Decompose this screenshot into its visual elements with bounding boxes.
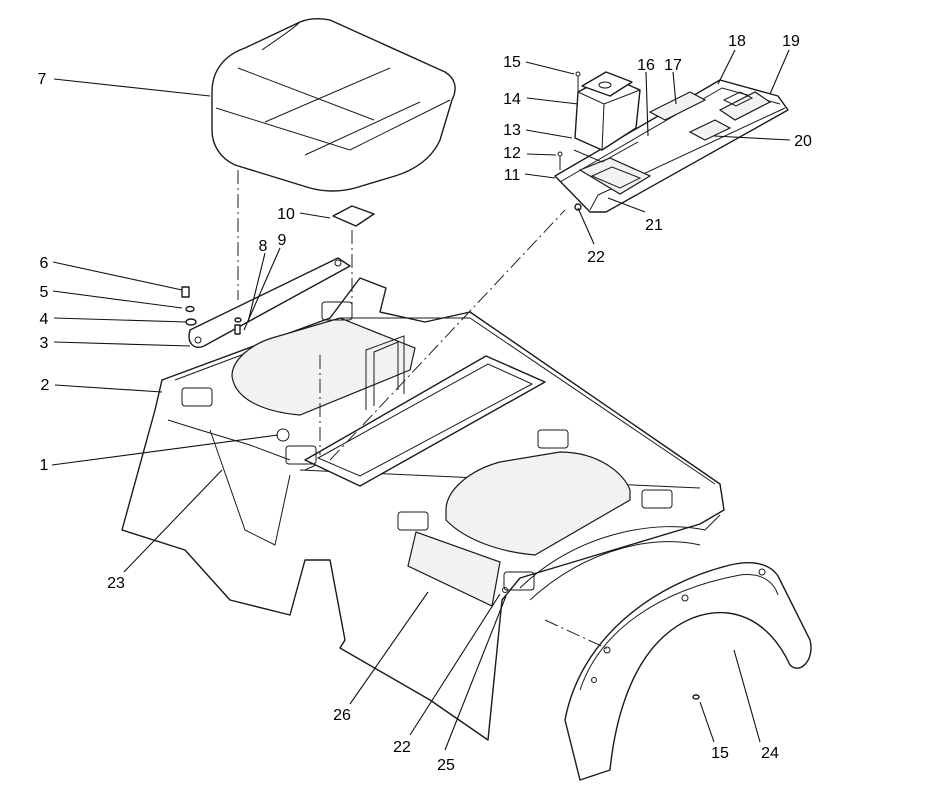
callout-25: 25 bbox=[437, 757, 455, 774]
left-fasteners bbox=[181, 257, 351, 348]
callout-26: 26 bbox=[333, 707, 351, 724]
alignment-lines bbox=[237, 170, 611, 651]
callout-5: 5 bbox=[40, 284, 49, 301]
callout-19: 19 bbox=[782, 33, 800, 50]
callout-14: 14 bbox=[503, 91, 521, 108]
callout-11: 11 bbox=[504, 167, 521, 184]
callout-16: 16 bbox=[637, 57, 655, 74]
callout-9: 9 bbox=[278, 232, 287, 249]
callout-2: 2 bbox=[41, 377, 50, 394]
callout-12: 12 bbox=[503, 145, 521, 162]
leader-lines bbox=[51, 49, 791, 751]
callout-20: 20 bbox=[794, 133, 812, 150]
callout-7: 7 bbox=[38, 71, 47, 88]
seat-cushion bbox=[211, 17, 456, 192]
callout-15-top: 15 bbox=[503, 54, 521, 71]
seat-plate bbox=[332, 205, 375, 227]
fender-flare bbox=[564, 562, 812, 781]
callout-23: 23 bbox=[107, 575, 125, 592]
callout-24: 24 bbox=[761, 745, 779, 762]
callout-labels: 7 2 1 3 4 5 6 8 9 10 11 12 13 14 15 16 1… bbox=[38, 33, 812, 774]
control-panel-assembly bbox=[554, 71, 789, 213]
callout-10: 10 bbox=[277, 206, 295, 223]
callout-22-bottom: 22 bbox=[393, 739, 411, 756]
callout-1: 1 bbox=[40, 457, 49, 474]
callout-22-top: 22 bbox=[587, 249, 605, 266]
callout-8: 8 bbox=[259, 238, 268, 255]
callout-18: 18 bbox=[728, 33, 746, 50]
callout-4: 4 bbox=[40, 311, 49, 328]
callout-13: 13 bbox=[503, 122, 521, 139]
callout-17: 17 bbox=[664, 57, 682, 74]
callout-3: 3 bbox=[40, 335, 49, 352]
callout-6: 6 bbox=[40, 255, 49, 272]
callout-21: 21 bbox=[645, 217, 663, 234]
callout-15-bottom: 15 bbox=[711, 745, 729, 762]
main-fender-body bbox=[121, 277, 725, 741]
